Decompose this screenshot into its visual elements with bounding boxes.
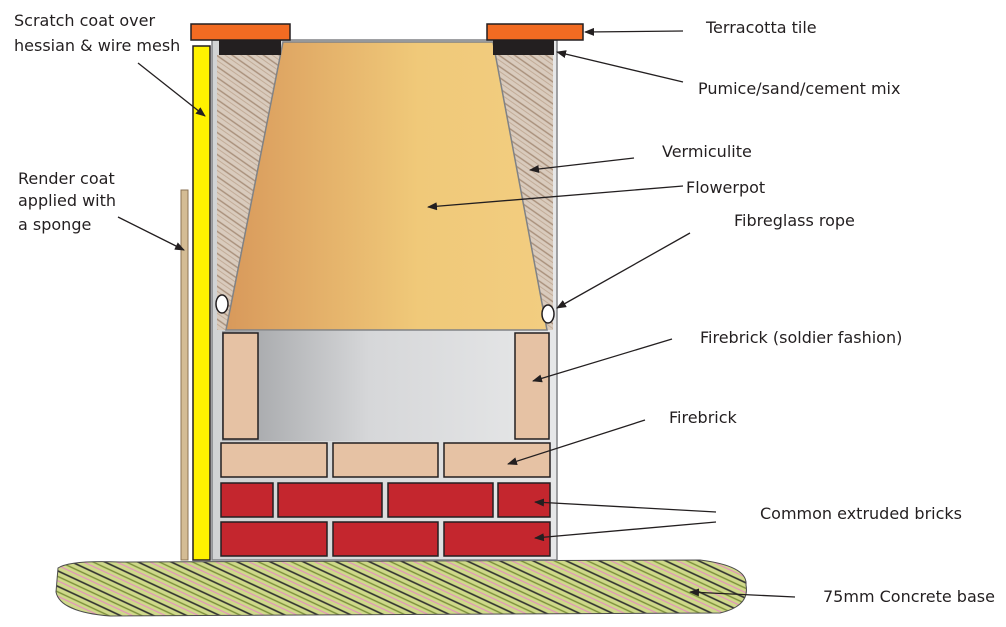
label-render-coat-line3: a sponge [18, 215, 91, 234]
label-common-bricks: Common extruded bricks [760, 504, 962, 523]
leader-pumice-mix [556, 50, 684, 83]
firebrick-soldier-left [222, 332, 259, 440]
label-terracotta-tile: Terracotta tile [705, 18, 817, 37]
leader-common-bricks-1 [534, 498, 717, 513]
pumice-mix-left [219, 40, 281, 55]
firebrick [220, 442, 328, 478]
common-brick [220, 482, 274, 518]
label-concrete-base: 75mm Concrete base [823, 587, 995, 606]
scratch-coat [192, 45, 211, 561]
leader-concrete-base [689, 588, 796, 598]
terracotta-tile-left [190, 23, 291, 41]
label-flowerpot: Flowerpot [686, 178, 765, 197]
firebrick [332, 442, 439, 478]
label-firebrick-soldier: Firebrick (soldier fashion) [700, 328, 902, 347]
common-brick [332, 521, 439, 557]
label-firebrick: Firebrick [669, 408, 738, 427]
fibreglass-rope-right [541, 304, 555, 324]
label-render-coat-line2: applied with [18, 191, 116, 210]
leader-vermiculite [529, 157, 635, 173]
leader-fibreglass-rope [556, 232, 691, 309]
leader-terracotta-tile [584, 27, 684, 36]
concrete-base [55, 559, 747, 617]
common-brick [220, 521, 328, 557]
common-brick [497, 482, 551, 518]
leader-lines [117, 27, 796, 598]
firebrick-soldier-right [514, 332, 550, 440]
common-brick [387, 482, 494, 518]
leader-render-coat [117, 216, 185, 251]
label-scratch-coat-line1: Scratch coat over [14, 11, 155, 30]
fibreglass-rope-left [215, 294, 229, 314]
firebrick [443, 442, 551, 478]
label-scratch-coat-line2: hessian & wire mesh [14, 36, 180, 55]
leader-common-bricks-2 [534, 521, 717, 542]
terracotta-tile-right [486, 23, 584, 41]
render-coat [180, 189, 189, 561]
leader-firebrick [507, 419, 646, 466]
label-fibreglass-rope: Fibreglass rope [734, 211, 855, 230]
leader-firebrick-soldier [532, 338, 673, 383]
leader-flowerpot [427, 185, 684, 211]
firing-chamber [222, 331, 549, 441]
leader-scratch-coat [137, 62, 206, 117]
label-pumice-mix: Pumice/sand/cement mix [698, 79, 900, 98]
label-vermiculite: Vermiculite [662, 142, 752, 161]
flowerpot [225, 41, 548, 331]
common-brick [443, 521, 551, 557]
label-render-coat-line1: Render coat [18, 169, 115, 188]
pumice-mix-right [493, 40, 554, 55]
common-brick [277, 482, 383, 518]
